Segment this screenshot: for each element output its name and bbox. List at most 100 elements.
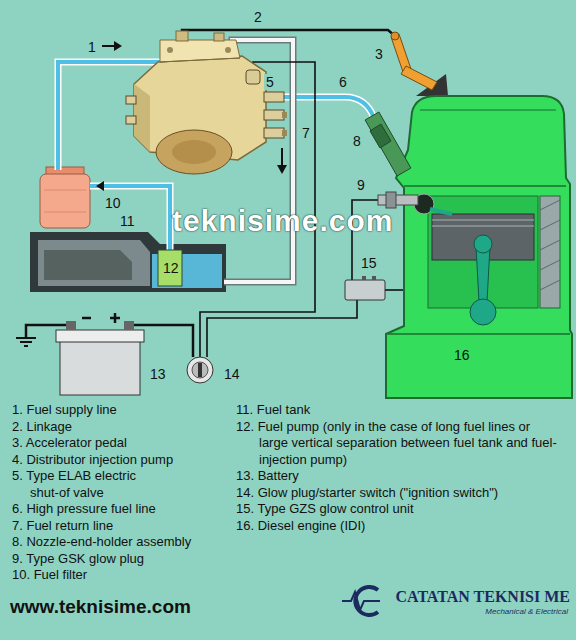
glow-plug [378, 195, 418, 205]
key-item: 16. Diesel engine (IDI) [236, 518, 559, 535]
battery [66, 321, 76, 330]
fuel-tank [44, 250, 132, 280]
injection-pump [264, 128, 284, 138]
callout-number: 11 [118, 213, 137, 229]
injection-pump [264, 92, 284, 102]
key-item: 11. Fuel tank [236, 402, 559, 419]
key-item: 1. Fuel supply line [12, 402, 191, 419]
diesel-engine [470, 299, 496, 325]
logo-text: CATATAN TEKNISI ME [395, 588, 570, 606]
callout-number: 16 [452, 347, 472, 363]
diesel-engine [430, 209, 452, 214]
fuel-filter [40, 174, 90, 228]
diesel-engine [404, 185, 566, 187]
injection-pump [282, 112, 287, 118]
glow-control-unit [362, 276, 366, 280]
battery [56, 330, 144, 342]
diesel-engine [432, 220, 534, 221]
key-item: 10. Fuel filter [12, 567, 191, 584]
diesel-engine [474, 235, 492, 253]
diesel-engine [386, 96, 572, 398]
callout-number: 12 [161, 260, 181, 276]
glow-control-unit [345, 276, 385, 300]
wires [207, 300, 357, 357]
accelerator-pedal [391, 32, 448, 96]
injection-pump [282, 130, 287, 136]
injection-pump [160, 58, 240, 62]
callout-number: 5 [264, 74, 276, 90]
wires [16, 337, 36, 339]
callout-number: 10 [103, 195, 123, 211]
injection-pump [264, 110, 284, 120]
injection-pump [246, 70, 260, 84]
key-item: 2. Linkage [12, 419, 191, 436]
diesel-engine [540, 200, 560, 210]
callout-number: 6 [337, 74, 349, 90]
wires [385, 289, 406, 291]
flow-arrows [277, 165, 287, 174]
injection-pump [167, 47, 173, 53]
battery [82, 317, 91, 320]
key-column: 11. Fuel tank12. Fuel pump (only in the … [236, 402, 559, 534]
flow-arrows [96, 41, 287, 191]
callout-number: 14 [222, 366, 242, 382]
accelerator-pedal [401, 66, 437, 90]
key-item: 5. Type ELAB electric shut-of valve [12, 468, 162, 501]
watermark: teknisime.com [172, 206, 393, 236]
key-item: 8. Nozzle-end-holder assembly [12, 534, 191, 551]
key-item: 6. High pressure fuel line [12, 501, 191, 518]
logo-subtitle: Mechanical & Electrical [485, 607, 568, 617]
diesel-engine [540, 240, 560, 250]
wires [20, 341, 32, 343]
diesel-engine [476, 246, 490, 302]
diesel-engine [540, 196, 560, 308]
fuel-lines [90, 186, 170, 252]
starter-switch [187, 357, 213, 383]
diesel-engine [540, 260, 560, 270]
key-item: 9. Type GSK glow plug [12, 551, 191, 568]
logo-symbol [342, 587, 380, 615]
key-item: 4. Distributor injection pump [12, 452, 191, 469]
battery [60, 340, 140, 395]
starter-switch [198, 363, 202, 377]
diesel-engine [432, 214, 534, 260]
diesel-engine [386, 96, 572, 398]
battery [124, 321, 134, 330]
battery [114, 313, 117, 323]
pump-twelve [158, 250, 182, 286]
callout-number: 3 [373, 46, 385, 62]
fuel-tank [30, 232, 226, 292]
flow-arrows [281, 148, 283, 166]
key-item: 13. Battery [236, 468, 559, 485]
injection-pump [225, 47, 231, 53]
fuel-filter [44, 212, 86, 213]
logo-symbol [342, 592, 380, 610]
injection-pump [172, 140, 216, 164]
diesel-engine [432, 226, 534, 227]
accelerator-pedal [391, 32, 399, 40]
nozzle-holder [365, 112, 411, 176]
key-item: 7. Fuel return line [12, 518, 191, 535]
injection-pump [126, 96, 136, 104]
diesel-engine [540, 280, 560, 290]
fuel-lines [90, 186, 170, 252]
callout-number: 2 [252, 9, 264, 25]
injection-pump [126, 31, 287, 174]
nozzle-holder [365, 112, 411, 176]
fuel-lines [284, 97, 374, 118]
glow-control-unit [345, 280, 385, 300]
diesel-engine [428, 196, 538, 308]
callout-number: 15 [359, 255, 379, 271]
injection-pump [160, 40, 240, 62]
diesel-engine [540, 220, 560, 230]
nozzle-holder [370, 124, 391, 148]
callout-number: 9 [355, 177, 367, 193]
glow-control-unit [372, 276, 376, 280]
fuel-filter [44, 190, 86, 191]
battery [56, 313, 144, 395]
injection-pump [214, 33, 224, 41]
fuel-lines [284, 97, 374, 118]
